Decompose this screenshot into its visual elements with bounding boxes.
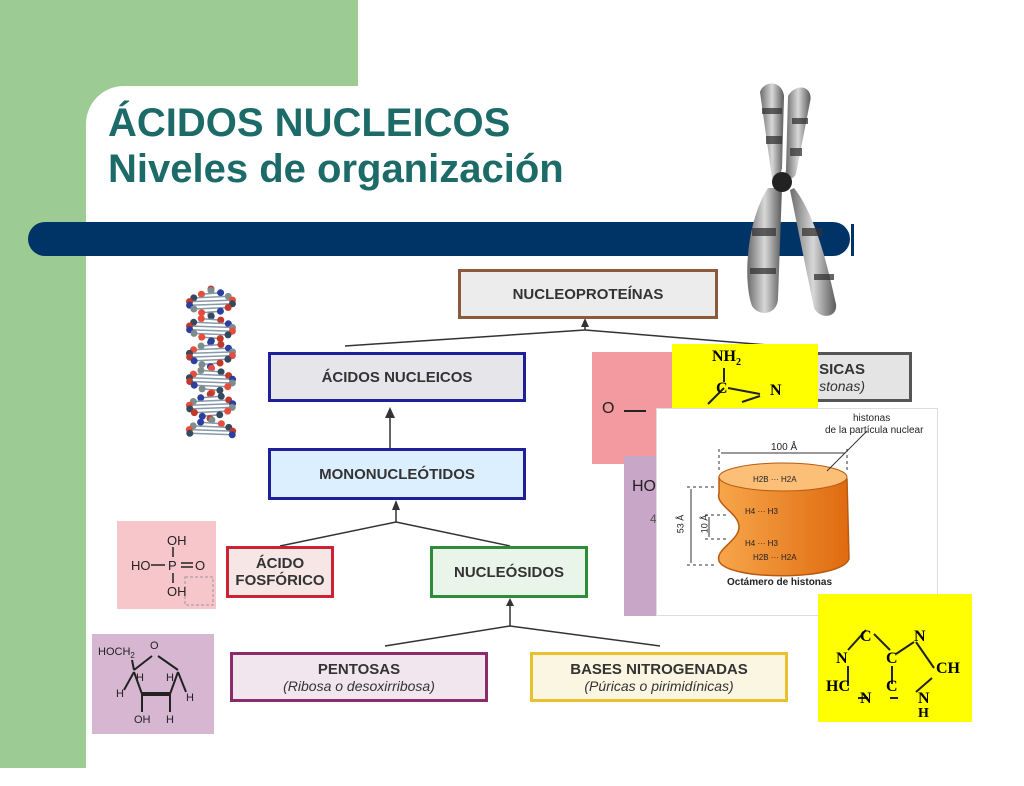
ribose-h5: H xyxy=(166,714,174,726)
ribose-hoch2: HOCH2 xyxy=(98,646,135,660)
box-acido-fosforico: ÁCIDO FOSFÓRICO xyxy=(226,546,334,598)
box-pentosas: PENTOSAS (Ribosa o desoxirribosa) xyxy=(230,652,488,702)
box-bases-sub: (Púricas o pirimidínicas) xyxy=(584,678,733,694)
histone-dim-10: 10 Å xyxy=(699,515,709,534)
purine-ch: CH xyxy=(936,660,960,678)
histone-h4-h3-2: H4 ··· H3 xyxy=(745,539,778,548)
box-acidos-nucleicos-label: ÁCIDOS NUCLEICOS xyxy=(322,369,473,386)
phosphate-o-minus: O xyxy=(602,400,614,418)
adenine-structure xyxy=(672,344,818,414)
box-mononucleotidos-label: MONONUCLEÓTIDOS xyxy=(319,466,475,483)
phosphoric-acid-image: OH HO P O OH xyxy=(117,521,216,609)
ribose-oh: OH xyxy=(134,714,151,726)
histone-h2b-h2a-bottom: H2B ··· H2A xyxy=(753,553,797,562)
histone-dim-100: 100 Å xyxy=(771,442,797,453)
phosphoric-p: P xyxy=(168,558,177,573)
histone-caption: Octámero de histonas xyxy=(727,577,832,588)
box-proteinas-label: SICAS xyxy=(819,361,865,378)
ribose-h2: H xyxy=(136,672,144,684)
adenine-c: C xyxy=(716,380,728,398)
purine-n2: N xyxy=(836,650,848,668)
purine-n1: N xyxy=(914,628,926,646)
histone-h4-h3-1: H4 ··· H3 xyxy=(745,507,778,516)
adenine-image-partial: NH2 C N xyxy=(672,344,818,414)
purine-nh-h: H xyxy=(918,706,929,722)
sugar-ho-label: HO xyxy=(632,478,656,496)
box-nucleoproteinas-label: NUCLEOPROTEÍNAS xyxy=(513,286,664,303)
phosphoric-oh-top: OH xyxy=(167,533,187,548)
box-bases-label: BASES NITROGENADAS xyxy=(570,661,748,678)
box-bases-nitrogenadas: BASES NITROGENADAS (Púricas o pirimidíni… xyxy=(530,652,788,702)
box-acidos-nucleicos: ÁCIDOS NUCLEICOS xyxy=(268,352,526,402)
box-nucleoproteinas: NUCLEOPROTEÍNAS xyxy=(458,269,718,319)
box-acido-fosforico-line2: FOSFÓRICO xyxy=(235,572,324,589)
adenine-nh2: NH2 xyxy=(712,348,741,368)
purine-c1: C xyxy=(860,628,872,646)
ribose-o: O xyxy=(150,640,159,652)
histone-h2b-h2a-top: H2B ··· H2A xyxy=(753,475,797,484)
phosphoric-o: O xyxy=(195,558,205,573)
adenine-n: N xyxy=(770,382,782,400)
purine-hc: HC xyxy=(826,678,850,696)
ribose-h3: H xyxy=(166,672,174,684)
histone-label-histonas: histonas xyxy=(853,413,890,424)
phosphoric-ho: HO xyxy=(131,558,151,573)
purine-c2: C xyxy=(886,650,898,668)
phosphate-bond xyxy=(624,410,646,412)
box-acido-fosforico-line1: ÁCIDO xyxy=(256,555,304,572)
box-nucleosidos-label: NUCLEÓSIDOS xyxy=(454,564,564,581)
box-pentosas-sub: (Ribosa o desoxirribosa) xyxy=(283,678,435,694)
purine-n3: N xyxy=(860,690,872,708)
phosphoric-oh-bottom: OH xyxy=(167,584,187,599)
purine-image: C N N C CH HC C N N H xyxy=(818,594,972,722)
ribose-image: HOCH2 O H H H H OH H xyxy=(92,634,214,734)
box-pentosas-label: PENTOSAS xyxy=(318,661,400,678)
ribose-h1: H xyxy=(116,688,124,700)
histone-dim-53: 53 Å xyxy=(675,515,685,534)
box-nucleosidos: NUCLEÓSIDOS xyxy=(430,546,588,598)
ribose-h4: H xyxy=(186,692,194,704)
histone-label-particula: de la partícula nuclear xyxy=(825,425,923,436)
box-proteinas-sub: stonas) xyxy=(819,378,865,394)
box-mononucleotidos: MONONUCLEÓTIDOS xyxy=(268,448,526,500)
histone-octamer-figure: histonas de la partícula nuclear 100 Å 5… xyxy=(656,408,938,616)
purine-c3: C xyxy=(886,678,898,696)
